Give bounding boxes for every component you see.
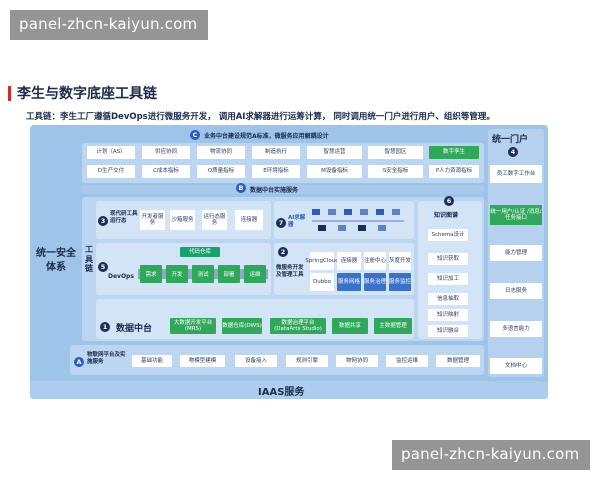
box2-item: 注册中心 [364,252,386,270]
row2-cell: M设备指标 [307,165,362,178]
iot-item: 监控运维 [386,355,428,367]
box2-item: 服务治理 [364,273,386,291]
security-system-label: 统一安全体系 [36,248,76,273]
devops-step: 运维 [244,265,266,283]
box2-item: 服务监控 [389,273,411,291]
row1-cell: 智慧运营 [307,146,362,159]
box2-title: 微服务开发及管理工具 [276,265,304,278]
watermark-bottom: panel-zhcn-kaiyun.com [392,440,590,470]
iot-title: 物联网平台及实施服务 [87,352,126,365]
iot-item: 规则引擎 [286,355,328,367]
page-title: 李生与数字底座工具链 [17,86,157,102]
portal-item: 多语言能力 [490,321,542,337]
badge-a: A [74,357,84,367]
box3-item: 连接器 [235,210,263,230]
badge-7: 7 [276,218,286,228]
tools-label: 工具链 [85,245,93,274]
badge-b: B [236,183,246,193]
iot-item: 物模型建模 [180,355,225,367]
iot-item: 物网协同 [336,355,378,367]
box6-title: 知识图谱 [434,212,459,219]
title-accent-bar [8,85,11,101]
row2-cell: Q质量指标 [197,165,245,178]
ai-solver-flow-graphic [312,209,404,231]
devops-step: 部署 [218,265,240,283]
box6-item: 知识加工 [428,273,468,285]
banner-b [82,185,484,194]
portal-item-highlight: 统一用户/认证 /消息/任务接口 [490,205,542,225]
iaas-bar [30,381,548,399]
row2-cell: C成本指标 [142,165,190,178]
box1-title: 数据中台 [116,324,153,334]
architecture-diagram: C 业务中台建设规范A标准，微服务应用解耦设计 计划（AS） 供应协同 物流协同… [30,125,548,399]
box6-item: 知识融合 [428,325,468,337]
iot-item: 数据管理 [436,355,480,367]
row1-cell: 智慧园区 [368,146,423,159]
row1-cell: 供应协同 [142,146,190,159]
box2-item: 服务网格 [337,273,361,291]
devops-step: 需求 [140,265,162,283]
box1-item: 主数据管理 [374,318,412,334]
portal-title: 统一门户 [492,135,529,145]
portal-item: 日志服务 [490,283,542,299]
iaas-label: IAAS服务 [258,387,305,398]
box1-item: 数据共享 [332,318,368,334]
page-subtitle: 工具链：李生工厂遵循DevOps进行微服务开发， 调用AI求解器进行运筹计算， … [26,112,495,122]
box2-item: 连接器 [337,252,361,270]
page-title-wrap: 李生与数字底座工具链 [8,83,157,103]
row2-cell: D生产交付 [87,165,135,178]
iot-item: 设备接入 [235,355,277,367]
box1-item: 数据仓库(DWS) [222,318,262,334]
box1-item: 大数据开发平台(MRS) [170,318,216,334]
code-repo-label: 代码仓库 [180,247,220,257]
badge-5: 5 [98,262,108,272]
row2-cell: S安全指标 [368,165,423,178]
box6-item: 信息抽取 [428,293,468,305]
box2-item: Dubbo [310,273,334,291]
box3-title: 现代研工具运行态 [110,211,138,224]
devops-step: 测试 [192,265,214,283]
row1-cell: 物流协同 [197,146,245,159]
badge-6: 6 [444,196,454,206]
row2-cell: P人力资源指标 [429,165,479,178]
box3-item: 开发者服务 [140,210,165,230]
devops-step: 开发 [166,265,188,283]
row1-cell-highlight: 数字孪生 [429,146,479,159]
portal-item: 能力管理 [490,245,542,261]
badge-4: 4 [508,147,518,157]
box6-item: 知识映射 [428,309,468,321]
portal-item: 员工数字工作台 [490,165,542,183]
badge-c: C [190,130,200,140]
badge-2: 2 [278,247,288,257]
box2-item: 灰度开发 [389,252,411,270]
box-7 [274,201,414,239]
watermark-top: panel-zhcn-kaiyun.com [10,10,208,40]
banner-b-label: 数据中台实施服务 [250,187,299,194]
box3-item: 运行态服务 [202,210,227,230]
row2-cell: E环境指标 [252,165,300,178]
badge-1: 1 [100,322,110,332]
badge-3: 3 [98,216,108,226]
box6-item: 知识获取 [428,253,468,265]
box5-title: DevOps [108,273,134,280]
iot-item: 基础功能 [132,355,172,367]
row1-cell: 制造执行 [252,146,300,159]
box7-title: AI求解器 [288,215,306,228]
box1-item: 数据治理平台(DataArts Studio) [270,318,326,334]
box3-item: 沙箱服务 [170,210,195,230]
top-spec-label: 业务中台建设规范A标准，微服务应用解耦设计 [204,133,329,140]
box2-item: SpringCloud [305,252,339,270]
row1-cell: 计划（AS） [87,146,135,159]
portal-item: 文档中心 [490,358,542,374]
box6-item: Schema设计 [428,229,468,241]
